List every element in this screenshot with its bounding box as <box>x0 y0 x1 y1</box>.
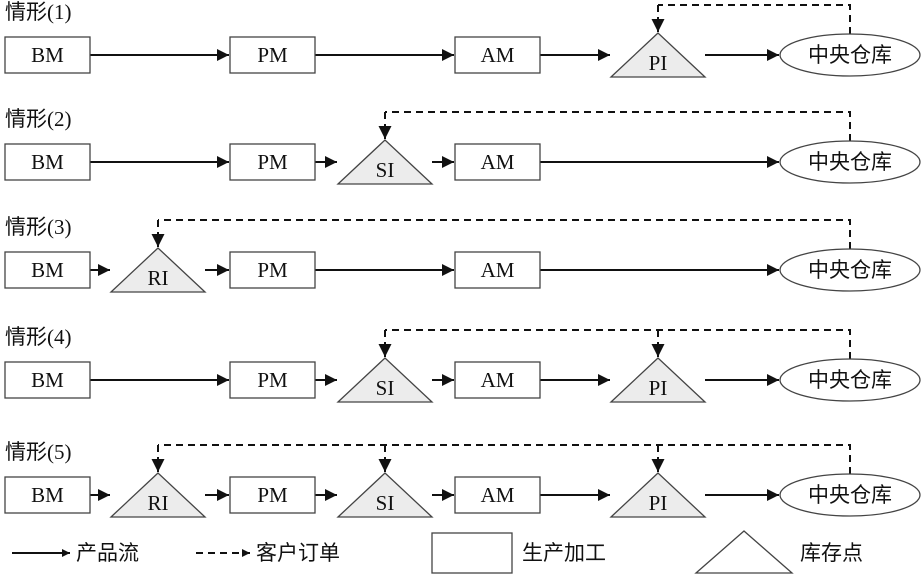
inventory-label: PI <box>649 491 668 515</box>
central-warehouse <box>779 140 921 184</box>
scenario-row: 情形(4) BM PM SI AM PI 中央仓库 <box>4 325 921 403</box>
scenario-label: 情形(4) <box>5 325 72 349</box>
inventory-label: SI <box>376 376 395 400</box>
production-box <box>454 361 541 399</box>
production-box <box>4 251 91 289</box>
scenario-label: 情形(1) <box>5 0 72 24</box>
production-box <box>229 251 316 289</box>
production-box <box>4 361 91 399</box>
production-label: PM <box>257 483 288 507</box>
customer-order-line <box>158 444 851 474</box>
legend-customer-order-label: 客户订单 <box>256 541 340 565</box>
scenario-row: 情形(3) BM RI PM AM 中央仓库 <box>4 215 921 293</box>
production-label: BM <box>31 258 64 282</box>
customer-order-line <box>158 219 851 249</box>
production-label: AM <box>481 258 515 282</box>
production-box <box>454 143 541 181</box>
central-warehouse-label: 中央仓库 <box>808 43 892 67</box>
production-label: PM <box>257 43 288 67</box>
production-label: PM <box>257 258 288 282</box>
legend-inventory-triangle <box>694 530 794 574</box>
central-warehouse <box>779 33 921 77</box>
central-warehouse <box>779 473 921 517</box>
legend: 产品流 客户订单 生产加工 库存点 <box>12 530 863 574</box>
production-box <box>229 36 316 74</box>
inventory-label: PI <box>649 51 668 75</box>
legend-production-label: 生产加工 <box>522 541 606 565</box>
inventory-label: RI <box>148 491 169 515</box>
customer-order-line <box>385 111 851 141</box>
production-label: AM <box>481 483 515 507</box>
production-label: AM <box>481 43 515 67</box>
production-box <box>4 143 91 181</box>
production-label: AM <box>481 368 515 392</box>
production-box <box>229 361 316 399</box>
central-warehouse-label: 中央仓库 <box>808 258 892 282</box>
inventory-triangle <box>609 357 707 403</box>
scenario-row: 情形(5) BM RI PM SI AM PI 中央仓库 <box>4 440 921 518</box>
inventory-label: SI <box>376 158 395 182</box>
inventory-triangle <box>336 472 434 518</box>
production-box <box>4 476 91 514</box>
central-warehouse <box>779 248 921 292</box>
scenario-label: 情形(5) <box>5 440 72 464</box>
inventory-label: RI <box>148 266 169 290</box>
production-label: BM <box>31 483 64 507</box>
customer-order-line <box>658 4 851 34</box>
scenario-row: 情形(1) BM PM AM PI 中央仓库 <box>4 0 921 78</box>
legend-production-box <box>431 532 513 574</box>
inventory-triangle <box>109 247 207 293</box>
inventory-triangle <box>609 472 707 518</box>
production-label: BM <box>31 368 64 392</box>
legend-inventory-label: 库存点 <box>800 541 863 565</box>
inventory-label: PI <box>649 376 668 400</box>
production-box <box>454 476 541 514</box>
production-label: AM <box>481 150 515 174</box>
production-box <box>454 36 541 74</box>
legend-product-flow-label: 产品流 <box>76 541 139 565</box>
central-warehouse <box>779 358 921 402</box>
production-label: PM <box>257 368 288 392</box>
production-label: BM <box>31 150 64 174</box>
inventory-triangle <box>336 139 434 185</box>
production-box <box>454 251 541 289</box>
scenario-label: 情形(3) <box>5 215 72 239</box>
inventory-triangle <box>609 32 707 78</box>
scenario-row: 情形(2) BM PM SI AM 中央仓库 <box>4 107 921 185</box>
central-warehouse-label: 中央仓库 <box>808 150 892 174</box>
production-box <box>4 36 91 74</box>
inventory-label: SI <box>376 491 395 515</box>
production-label: BM <box>31 43 64 67</box>
production-label: PM <box>257 150 288 174</box>
production-box <box>229 143 316 181</box>
central-warehouse-label: 中央仓库 <box>808 483 892 507</box>
inventory-triangle <box>109 472 207 518</box>
customer-order-line <box>385 329 851 359</box>
production-box <box>229 476 316 514</box>
scenario-label: 情形(2) <box>5 107 72 131</box>
inventory-triangle <box>336 357 434 403</box>
central-warehouse-label: 中央仓库 <box>808 368 892 392</box>
